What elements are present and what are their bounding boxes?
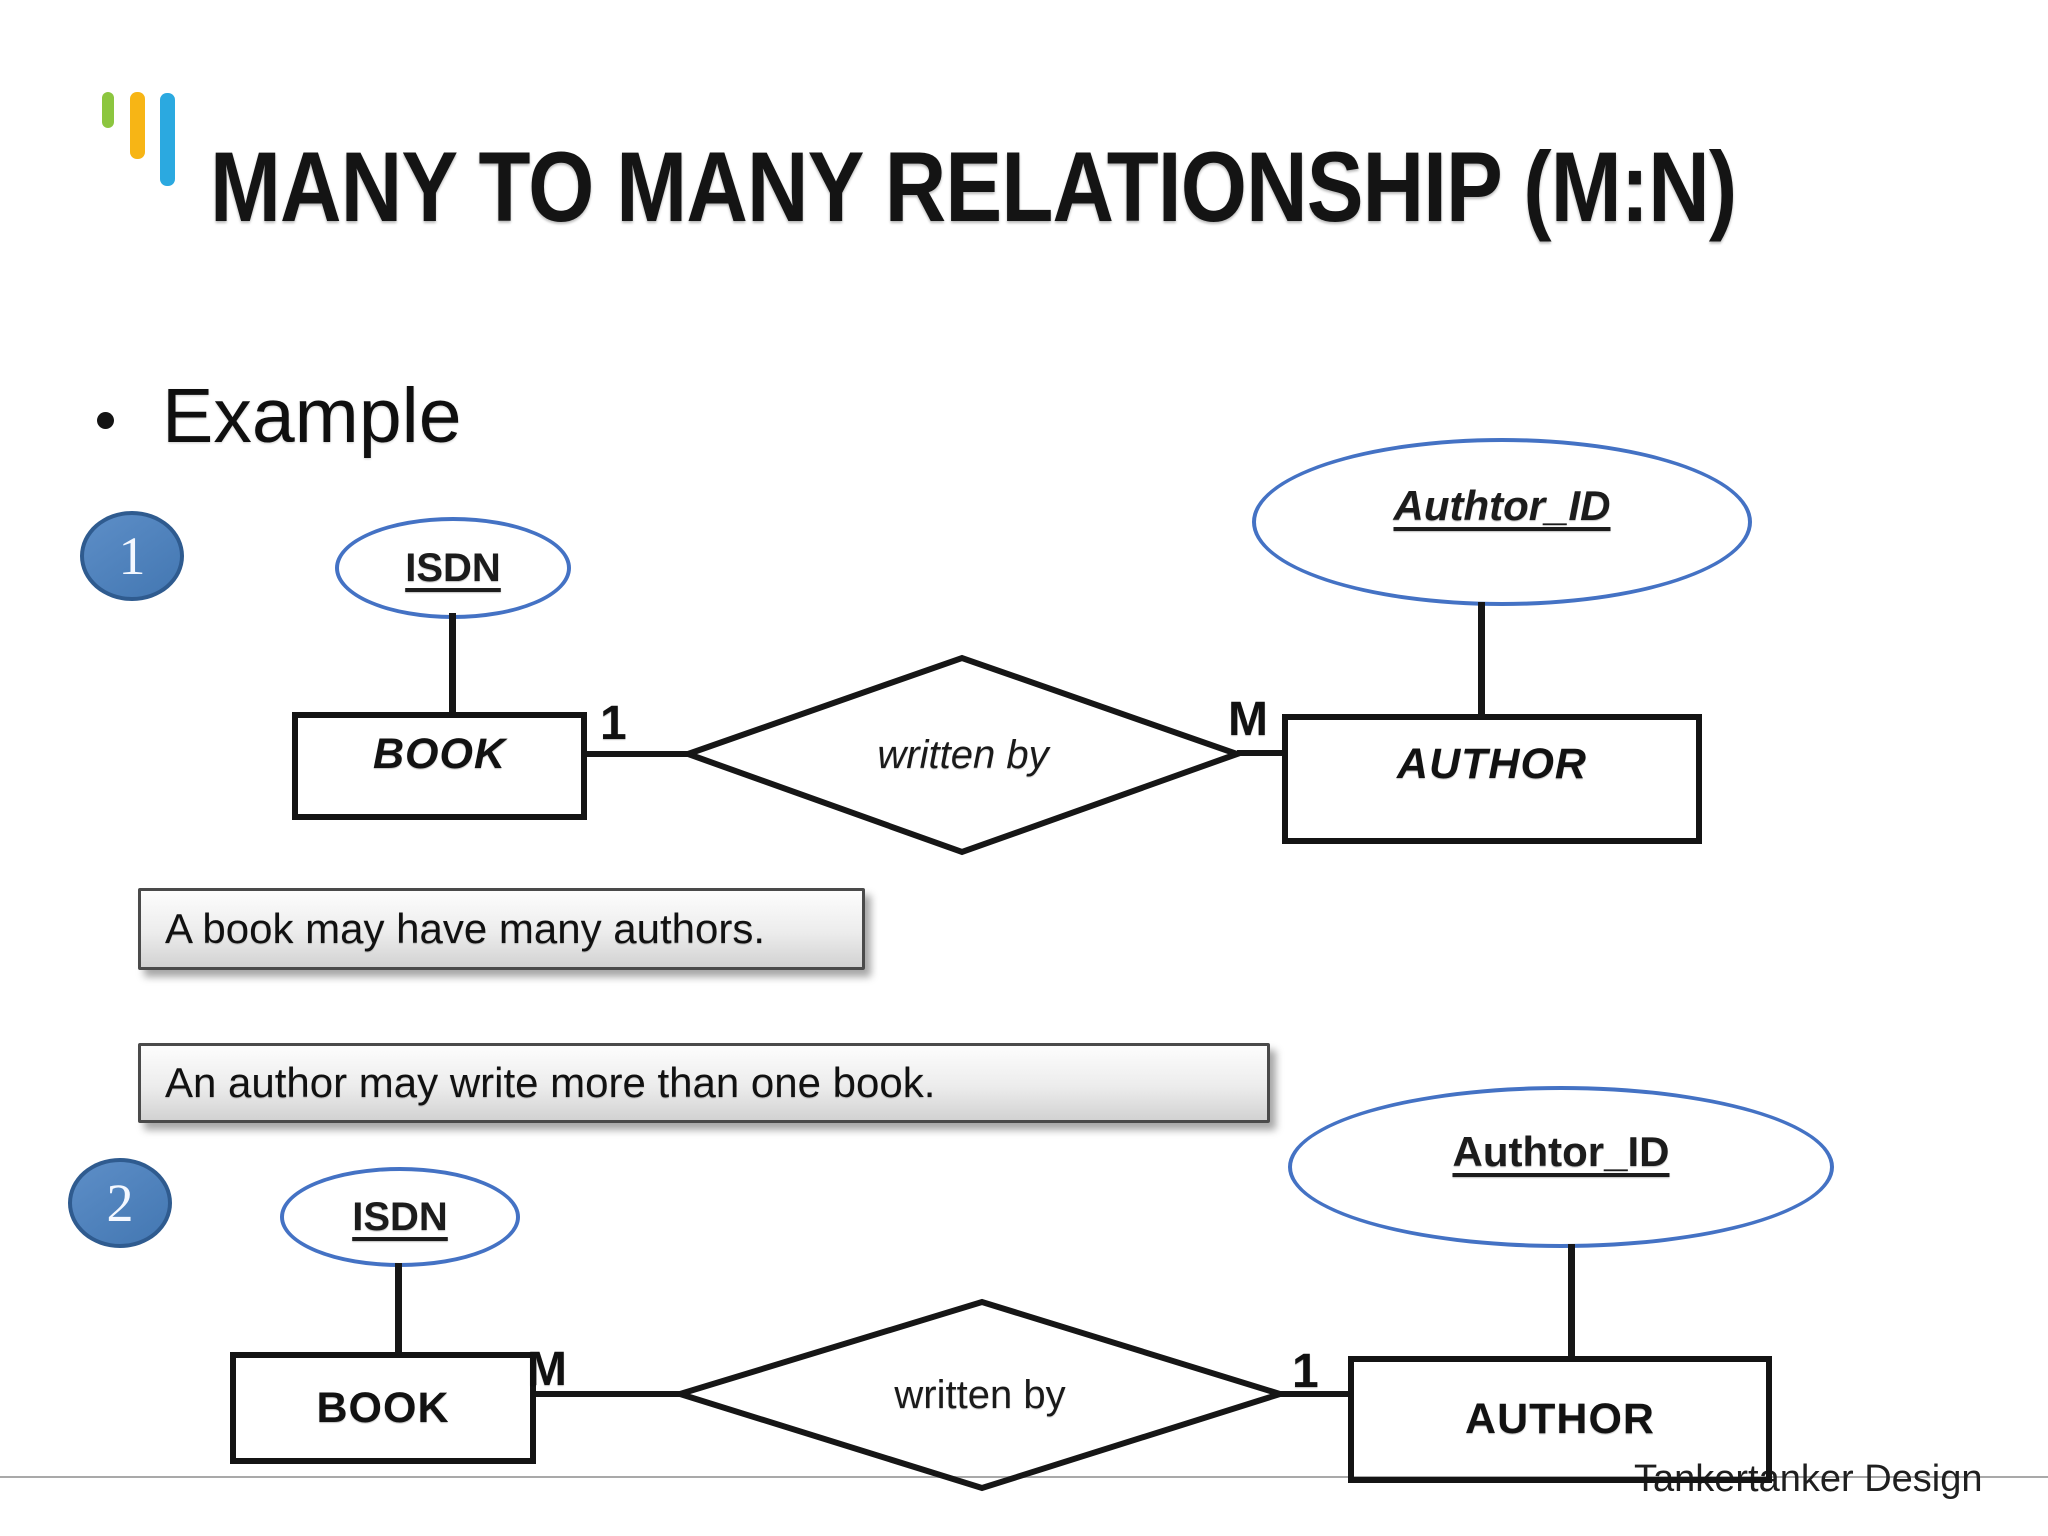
isdn-attribute-ellipse-1: ISDN (335, 517, 571, 619)
logo-bar-green-icon (102, 92, 114, 128)
example-1-badge: 1 (80, 511, 184, 601)
book-entity-box-2: BOOK (230, 1352, 536, 1464)
connector-book-diamond-1 (587, 751, 688, 757)
caption-book-many-authors-text: A book may have many authors. (165, 905, 765, 952)
bullet-marker (97, 412, 114, 429)
isdn-attribute-label-2: ISDN (352, 1194, 448, 1239)
caption-book-many-authors: A book may have many authors. (138, 888, 865, 970)
connector-book-diamond-2 (536, 1391, 680, 1397)
cardinality-m-label-d2: M (527, 1343, 567, 1396)
caption-author-many-books-text: An author may write more than one book. (165, 1059, 936, 1106)
authorid-attribute-ellipse-1: Authtor_ID (1252, 438, 1752, 606)
relationship-label-1: written by (877, 732, 1049, 777)
example-2-badge: 2 (68, 1158, 172, 1248)
connector-diamond-author-1 (1237, 750, 1282, 756)
logo-bar-blue-icon (160, 93, 175, 186)
slide-title: MANY TO MANY RELATIONSHIP (M:N) (210, 131, 1737, 242)
cardinality-1-label-d2: 1 (1292, 1345, 1319, 1398)
author-entity-label-1: AUTHOR (1397, 740, 1587, 788)
isdn-attribute-ellipse-2: ISDN (280, 1167, 520, 1267)
book-entity-label-2: BOOK (316, 1383, 450, 1432)
connector-diamond-author-2 (1280, 1391, 1348, 1397)
cardinality-1-label-d1: 1 (600, 697, 627, 750)
authorid-attribute-ellipse-2: Authtor_ID (1288, 1086, 1834, 1248)
isdn-attribute-label-1: ISDN (405, 545, 501, 590)
authorid-attribute-label-1: Authtor_ID (1393, 482, 1611, 529)
connector-authorid-author-1 (1478, 602, 1485, 718)
author-entity-box-2: AUTHOR (1348, 1356, 1772, 1483)
example-2-badge-number: 2 (106, 1173, 134, 1233)
relationship-label-wrap-2: written by (674, 1296, 1286, 1494)
authorid-attribute-label-2: Authtor_ID (1452, 1128, 1670, 1175)
logo-bar-amber-icon (130, 92, 145, 159)
connector-isdn-book-2 (395, 1263, 402, 1355)
relationship-label-wrap-1: written by (682, 652, 1244, 858)
caption-author-many-books: An author may write more than one book. (138, 1043, 1270, 1123)
book-entity-label-1: BOOK (373, 730, 506, 778)
connector-authorid-author-2 (1568, 1244, 1575, 1358)
book-entity-box-1: BOOK (292, 712, 587, 820)
author-entity-box-1: AUTHOR (1282, 714, 1702, 844)
cardinality-m-label-d1: M (1228, 693, 1268, 746)
relationship-label-2: written by (894, 1372, 1066, 1417)
bullet-text: Example (162, 373, 462, 459)
example-1-badge-number: 1 (118, 526, 146, 586)
author-entity-label-2: AUTHOR (1465, 1395, 1655, 1443)
connector-isdn-book-1 (449, 613, 456, 714)
